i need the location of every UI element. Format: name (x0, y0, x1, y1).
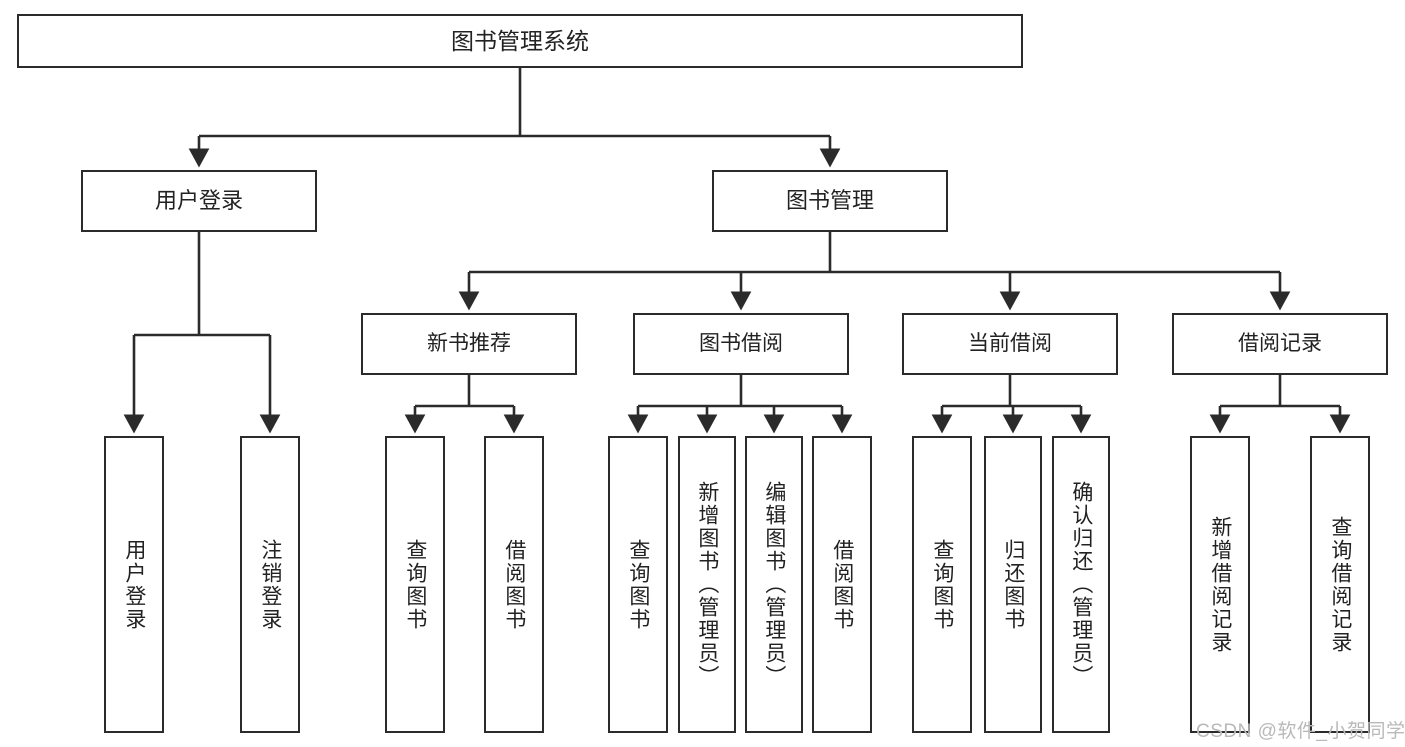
leaf-return-book[interactable]: 归还图书 (984, 436, 1042, 733)
node-user-login[interactable]: 用户登录 (81, 170, 317, 232)
leaf-add-book-admin-label: 新增图书（管理员） (695, 481, 719, 688)
leaf-query-borrow-record[interactable]: 查询借阅记录 (1310, 436, 1370, 733)
node-book-management-label: 图书管理 (785, 187, 874, 213)
leaf-return-book-label: 归还图书 (1001, 538, 1025, 631)
leaf-edit-book-admin[interactable]: 编辑图书（管理员） (745, 436, 803, 733)
leaf-borrow-book[interactable]: 借阅图书 (812, 436, 872, 733)
node-new-book-recommend[interactable]: 新书推荐 (361, 313, 577, 375)
node-book-management[interactable]: 图书管理 (712, 170, 948, 232)
node-user-login-label: 用户登录 (154, 187, 243, 213)
leaf-user-login-label: 用户登录 (122, 538, 146, 631)
node-root[interactable]: 图书管理系统 (17, 14, 1023, 68)
node-current-borrow-label: 当前借阅 (968, 332, 1052, 356)
leaf-add-borrow-record-label: 新增借阅记录 (1208, 515, 1232, 654)
leaf-confirm-return-admin[interactable]: 确认归还（管理员） (1052, 436, 1110, 733)
node-new-book-recommend-label: 新书推荐 (427, 332, 511, 356)
leaf-confirm-return-admin-label: 确认归还（管理员） (1069, 481, 1093, 688)
leaf-logout[interactable]: 注销登录 (240, 436, 300, 733)
leaf-query-borrow-record-label: 查询借阅记录 (1328, 515, 1352, 654)
node-borrow-record[interactable]: 借阅记录 (1172, 313, 1388, 375)
node-root-label: 图书管理系统 (451, 27, 589, 54)
leaf-borrow-book-label: 借阅图书 (830, 538, 854, 631)
leaf-query-book-borrow-label: 查询图书 (626, 538, 650, 631)
leaf-query-book-current-label: 查询图书 (930, 538, 954, 631)
leaf-add-borrow-record[interactable]: 新增借阅记录 (1190, 436, 1250, 733)
leaf-logout-label: 注销登录 (258, 538, 282, 631)
node-borrow-record-label: 借阅记录 (1238, 332, 1322, 356)
node-book-borrow[interactable]: 图书借阅 (633, 313, 849, 375)
leaf-query-book-newbook[interactable]: 查询图书 (385, 436, 445, 733)
leaf-query-book-borrow[interactable]: 查询图书 (608, 436, 668, 733)
leaf-add-book-admin[interactable]: 新增图书（管理员） (678, 436, 736, 733)
leaf-user-login[interactable]: 用户登录 (104, 436, 164, 733)
leaf-borrow-book-newbook[interactable]: 借阅图书 (484, 436, 544, 733)
node-current-borrow[interactable]: 当前借阅 (902, 313, 1118, 375)
leaf-edit-book-admin-label: 编辑图书（管理员） (762, 481, 786, 688)
leaf-query-book-current[interactable]: 查询图书 (912, 436, 972, 733)
leaf-borrow-book-newbook-label: 借阅图书 (502, 538, 526, 631)
watermark: CSDN @软件_小贺同学 (1196, 721, 1405, 742)
node-book-borrow-label: 图书借阅 (699, 332, 783, 356)
leaf-query-book-newbook-label: 查询图书 (403, 538, 427, 631)
